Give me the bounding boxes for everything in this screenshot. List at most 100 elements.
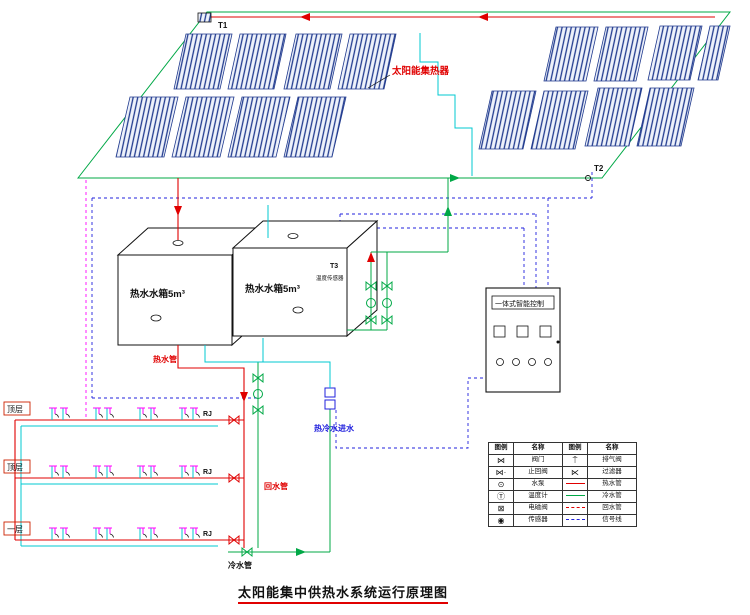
pump-icon: ⊙ — [488, 478, 514, 491]
legend-row: ◉ 传感器 信号线 — [488, 514, 637, 527]
signal-line-sample-cell — [562, 514, 588, 527]
collector-panel — [115, 96, 179, 158]
cold-pipe-label: 冷水管 — [228, 560, 252, 570]
array-border — [76, 11, 732, 179]
floor-tag: RJ — [203, 531, 212, 538]
panel-switch[interactable] — [493, 325, 506, 338]
collector-panel — [593, 26, 649, 82]
water-fixture — [178, 407, 189, 421]
legend-label: 过滤器 — [587, 466, 637, 479]
water-fixture — [147, 465, 158, 479]
water-fixture — [103, 407, 114, 421]
return-pipe-sample — [565, 507, 585, 509]
water-fixture — [48, 527, 59, 541]
collector-panel — [530, 90, 589, 150]
building-risers: 顶层 RJ 顶层 RJ 一层 RJ — [3, 401, 244, 547]
floor-label-box — [3, 459, 31, 474]
valve-icon: ⋈ — [488, 454, 514, 467]
water-fixture — [189, 465, 200, 479]
collector-panel — [337, 33, 397, 90]
backflow-preventer-icon — [324, 399, 336, 410]
tank2-label: 热水水箱5m³ — [245, 283, 300, 295]
hot-supply-riser — [177, 345, 245, 548]
legend-label: 排气阀 — [587, 454, 637, 467]
check-valve-icon: ⋈· — [488, 466, 514, 479]
water-fixture — [136, 465, 147, 479]
sensor-t3-note: 温度传感器 — [316, 274, 344, 282]
collector-panel — [283, 96, 347, 158]
collector-panel — [543, 26, 599, 82]
water-fixture — [103, 465, 114, 479]
sensor-t2-icon — [585, 175, 591, 181]
tank-front — [117, 254, 233, 346]
distribution-pipes: 热水管 回水管 冷水管 热冷水进水 — [153, 338, 355, 570]
panel-switch[interactable] — [539, 325, 552, 338]
floor-label-box — [3, 521, 31, 536]
legend-label: 回水管 — [587, 502, 637, 515]
collector-panel — [584, 87, 643, 147]
water-fixture — [103, 527, 114, 541]
makeup-to-tank1 — [204, 345, 263, 363]
solar-collector-array: T1 T2 太阳能集热器 — [76, 11, 732, 182]
water-fixture — [59, 527, 70, 541]
flow-arrow — [296, 548, 306, 556]
inlet-label: 热冷水进水 — [314, 423, 355, 433]
return-pipe-label: 回水管 — [264, 481, 288, 491]
flow-arrow — [444, 206, 452, 216]
water-fixture — [136, 527, 147, 541]
hot-pipe-label: 热水管 — [153, 354, 177, 364]
level-gauge-icon — [150, 314, 162, 322]
panel-body — [485, 287, 561, 393]
water-fixture — [48, 407, 59, 421]
control-panel: 一体式智能控制 — [485, 287, 561, 393]
building-floor-2: 顶层 RJ — [3, 459, 244, 485]
panel-label: 一体式智能控制 — [495, 299, 544, 308]
hot-water-tank-2: 热水水箱5m³ T3 温度传感器 — [231, 219, 379, 338]
panel-indicator — [512, 358, 520, 366]
air-vent-icon: ⍑ — [562, 454, 588, 467]
legend-row: ⊠ 电磁阀 回水管 — [488, 502, 637, 515]
water-fixture — [92, 465, 103, 479]
panel-nameplate — [491, 295, 555, 310]
thermometer-icon: Ⓣ — [488, 490, 514, 503]
legend-label: 冷水管 — [587, 490, 637, 503]
collector-panel — [171, 96, 235, 158]
makeup-to-tank2 — [262, 338, 331, 388]
filter-icon: ⋉ — [562, 466, 588, 479]
solenoid-valve-icon: ⊠ — [488, 502, 514, 515]
panel-switch[interactable] — [516, 325, 529, 338]
legend-label: 信号线 — [587, 514, 637, 527]
flow-arrow — [478, 13, 488, 21]
water-meter-icon — [324, 387, 336, 398]
floor-tag: RJ — [203, 469, 212, 476]
drawing-title: 太阳能集中供热水系统运行原理图 — [238, 582, 449, 604]
water-fixture — [136, 407, 147, 421]
legend-label: 温度计 — [513, 490, 563, 503]
panel-indicator — [496, 358, 504, 366]
sensor-t3-label: T3 — [330, 263, 338, 270]
tank-front — [232, 247, 348, 337]
collector-panel — [697, 25, 731, 81]
legend-label: 热水管 — [587, 478, 637, 491]
legend-header: 名称 — [513, 442, 563, 455]
signal-line-sample — [565, 519, 585, 521]
flow-arrow — [240, 392, 248, 402]
flow-arrow — [174, 206, 182, 216]
hot-pipe-sample-cell — [562, 478, 588, 491]
leader-line — [367, 74, 391, 89]
expansion-tank-icon — [197, 12, 212, 23]
water-fixture — [59, 407, 70, 421]
flow-arrow — [300, 13, 310, 21]
pump-icon — [253, 389, 263, 399]
floor-label: 顶层 — [7, 405, 23, 414]
panel-hinge — [556, 340, 560, 344]
water-fixture — [189, 527, 200, 541]
legend-header: 名称 — [587, 442, 637, 455]
water-fixture — [189, 407, 200, 421]
water-fixture — [48, 465, 59, 479]
legend-row: ⋈ 阀门 ⍑ 排气阀 — [488, 454, 637, 467]
legend-row: Ⓣ 温度计 冷水管 — [488, 490, 637, 503]
collector-panel — [647, 25, 703, 81]
